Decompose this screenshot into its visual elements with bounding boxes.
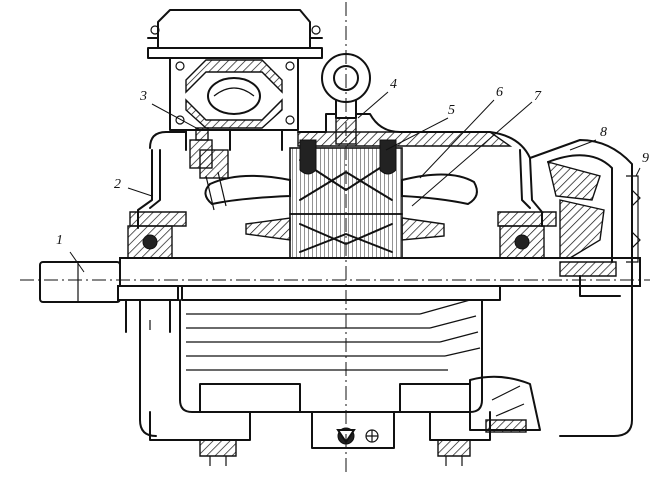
terminal-box	[147, 9, 323, 169]
callout-9: 9	[642, 151, 649, 166]
callout-7: 7	[534, 89, 541, 104]
motor-housing	[129, 113, 557, 466]
callout-3: 3	[140, 89, 147, 104]
callout-1: 1	[56, 233, 63, 248]
fan-assembly	[469, 139, 641, 437]
callout-leaders	[69, 91, 641, 273]
callout-8: 8	[600, 125, 607, 140]
shaft-and-bearings	[39, 225, 641, 333]
callout-2: 2	[114, 177, 121, 192]
callout-5: 5	[448, 103, 455, 118]
callout-4: 4	[390, 77, 397, 92]
callout-6: 6	[496, 85, 503, 100]
stator-assembly	[199, 139, 478, 261]
